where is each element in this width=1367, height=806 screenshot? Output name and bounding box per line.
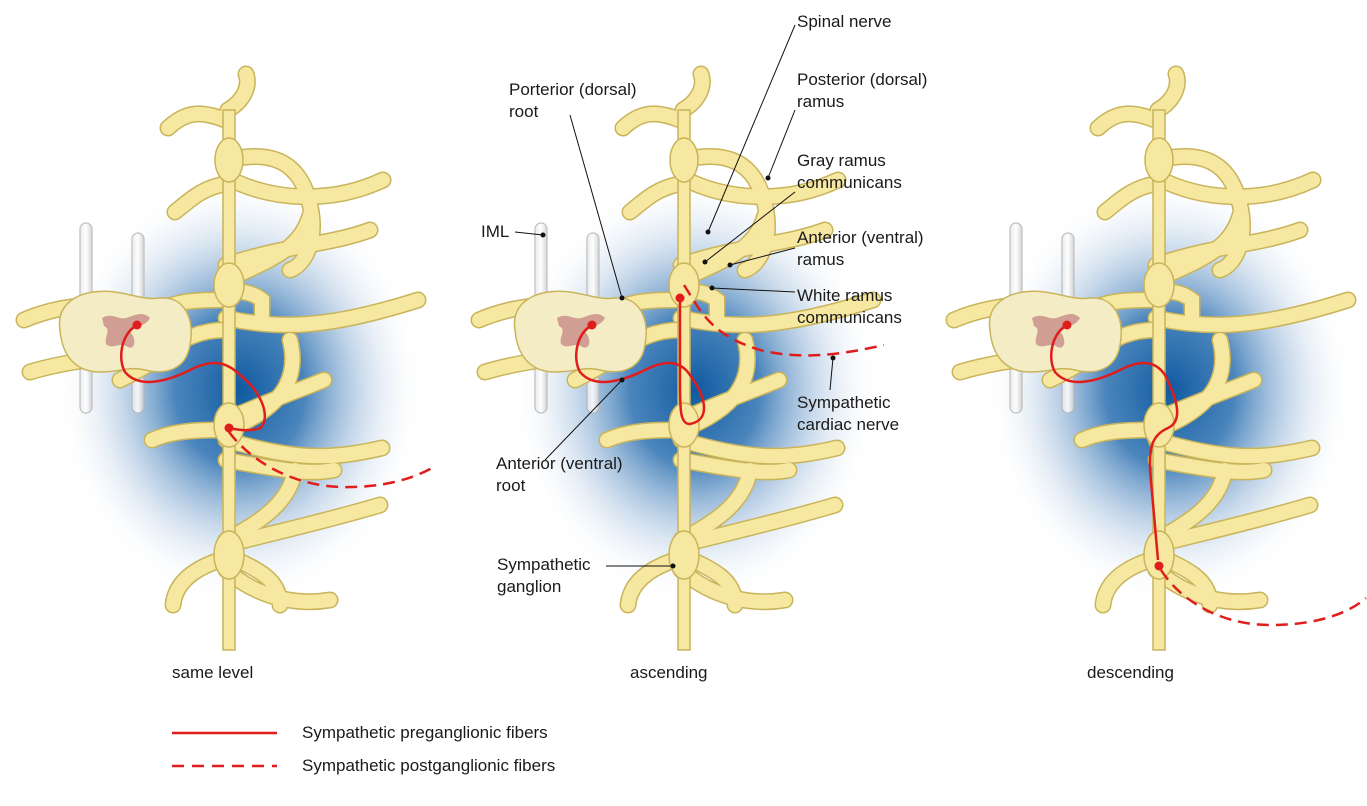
panel-same-level [24, 74, 425, 650]
leader-posterior-ramus [768, 110, 795, 178]
panel-descending [954, 74, 1355, 650]
label-iml: IML [481, 221, 509, 243]
label-cardiac-nerve: Sympathetic cardiac nerve [797, 392, 899, 436]
legend-postganglionic: Sympathetic postganglionic fibers [172, 756, 692, 776]
synapse-dot [1155, 562, 1164, 571]
label-posterior-ramus: Posterior (dorsal) ramus [797, 69, 927, 113]
leader-dot [620, 378, 625, 383]
caption-ascending: ascending [630, 663, 708, 683]
label-anterior-ramus: Anterior (ventral) ramus [797, 227, 924, 271]
label-ganglion: Sympathetic ganglion [497, 554, 591, 598]
legend-preganglionic: Sympathetic preganglionic fibers [172, 723, 692, 743]
leader-dot [703, 260, 708, 265]
synapse-dot [676, 294, 685, 303]
label-gray-ramus: Gray ramus communicans [797, 150, 902, 194]
leader-dot [710, 286, 715, 291]
synapse-dot [225, 424, 234, 433]
legend-label: Sympathetic preganglionic fibers [302, 723, 548, 743]
caption-same-level: same level [172, 663, 253, 683]
label-posterior-root: Porterior (dorsal) root [509, 79, 637, 123]
leader-dot [620, 296, 625, 301]
leader-dot [766, 176, 771, 181]
legend-label: Sympathetic postganglionic fibers [302, 756, 555, 776]
label-spinal-nerve: Spinal nerve [797, 11, 892, 33]
legend-solid-line-swatch [172, 723, 282, 743]
legend-dashed-line-swatch [172, 756, 282, 776]
leader-dot [728, 263, 733, 268]
label-anterior-root: Anterior (ventral) root [496, 453, 623, 497]
leader-dot [831, 356, 836, 361]
leader-dot [706, 230, 711, 235]
caption-descending: descending [1087, 663, 1174, 683]
leader-dot [541, 233, 546, 238]
label-white-ramus: White ramus communicans [797, 285, 902, 329]
leader-dot [671, 564, 676, 569]
